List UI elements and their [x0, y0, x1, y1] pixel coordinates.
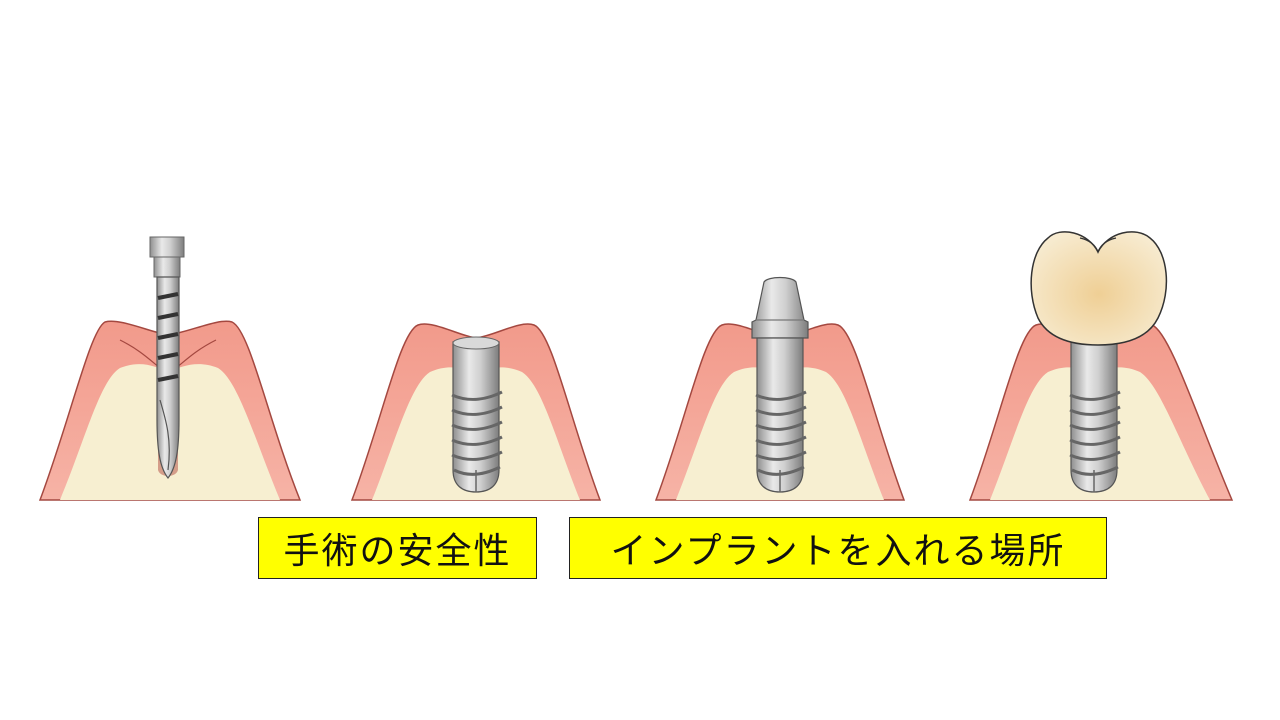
label-implant-location: インプラントを入れる場所 [569, 517, 1107, 579]
stage-drilling [38, 236, 302, 501]
drill-icon [149, 236, 185, 479]
stage-crown [968, 231, 1234, 501]
label-surgical-safety-text: 手術の安全性 [283, 531, 512, 572]
stage-abutment [654, 276, 906, 501]
implant-under-crown [1069, 329, 1121, 493]
crown-icon [1030, 231, 1168, 346]
stage-fixture [350, 323, 602, 501]
label-surgical-safety: 手術の安全性 [258, 517, 537, 579]
implant-fixture-icon [451, 336, 503, 493]
label-implant-location-text: インプラントを入れる場所 [610, 531, 1066, 572]
abutment-icon [751, 276, 809, 493]
